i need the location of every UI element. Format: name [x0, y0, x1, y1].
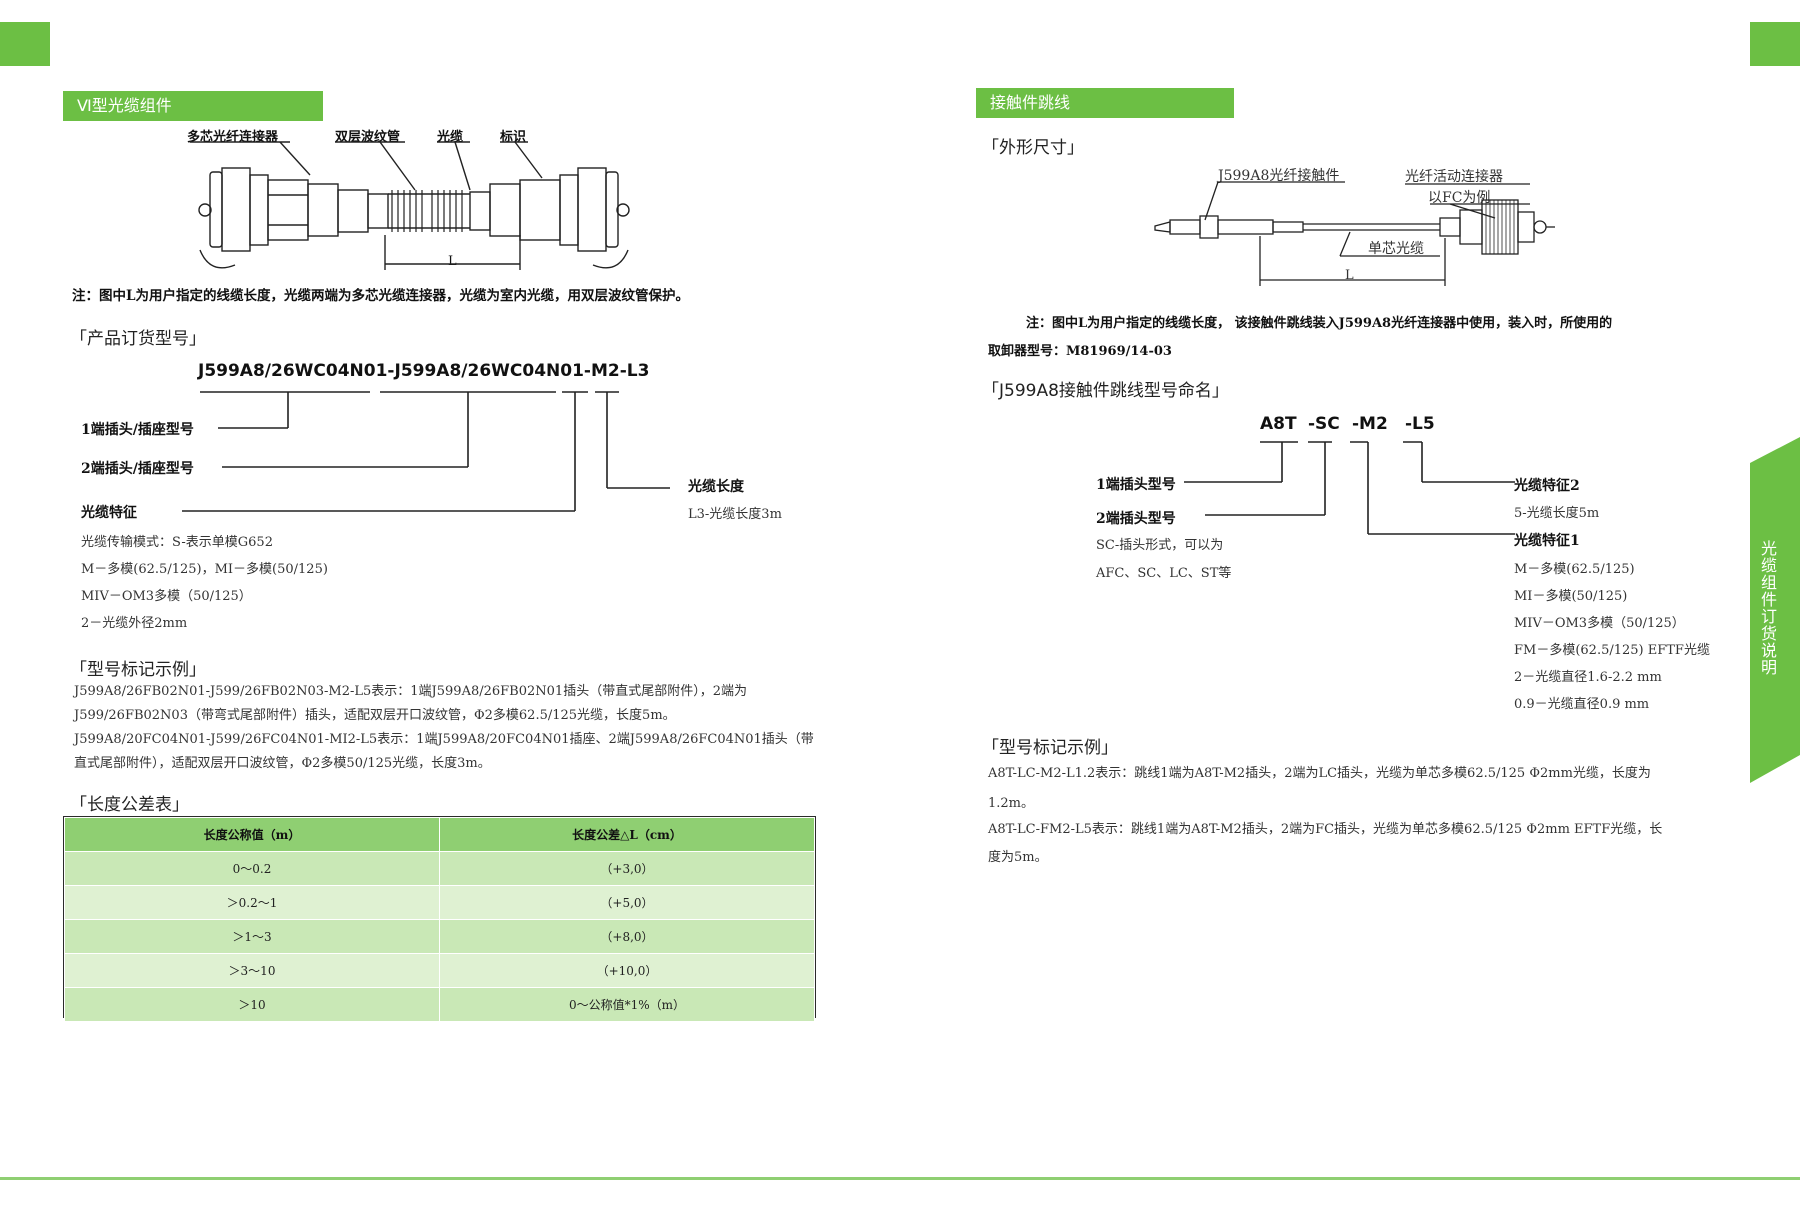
naming-feature2-desc: 5-光缆长度5m [1514, 506, 1600, 521]
right-example-line-1: A8T-LC-M2-L1.2表示：跳线1端为A8T-M2插头，2端为LC插头，光… [988, 766, 1651, 781]
label-multicore-connector: 多芯光纤连接器 [187, 130, 279, 145]
order-length-desc: L3-光缆长度3m [688, 507, 782, 522]
right-section-title: 接触件跳线 [976, 88, 1234, 118]
label-mark: 标识 [500, 130, 527, 145]
cable-assembly-drawing [190, 141, 630, 270]
naming-label-end1: 1端插头型号 [1096, 477, 1176, 493]
table-row: ＞0.2～1 （+5,0） [64, 885, 815, 920]
naming-end2-desc-1: SC-插头形式，可以为 [1096, 538, 1224, 553]
naming-label-feature2: 光缆特征2 [1514, 478, 1580, 494]
naming-code-l5: -L5 [1405, 414, 1435, 434]
tolerance-table: 长度公称值（m） 长度公差△L（cm） 0～0.2 （+3,0） ＞0.2～1 … [64, 817, 815, 1022]
label-active-connector: 光纤活动连接器 [1405, 169, 1503, 185]
footer-divider [0, 1177, 1800, 1180]
naming-code-a8t: A8T [1260, 414, 1297, 434]
label-length-l-right: L [1345, 268, 1354, 283]
order-code-leaders [182, 391, 670, 512]
label-cable: 光缆 [437, 130, 464, 145]
side-tab-label: 光缆组件订货说明 [1758, 540, 1777, 676]
contact-jumper-drawing [1154, 181, 1555, 286]
table-cell: ＞3～10 [64, 953, 440, 988]
table-cell: ＞10 [64, 987, 440, 1022]
order-label-end2: 2端插头/插座型号 [81, 461, 194, 477]
table-row: ＞10 0～公称值*1%（m） [64, 987, 815, 1022]
table-cell: 0～0.2 [64, 851, 440, 886]
right-note-line-2: 取卸器型号：M81969/14-03 [988, 344, 1172, 359]
feature-line-4: 2－光缆外径2mm [81, 616, 188, 631]
label-fc-example: 以FC为例 [1428, 190, 1491, 206]
feature1-line-1: M－多模(62.5/125) [1514, 562, 1635, 577]
feature-line-3: MIV－OM3多模（50/125） [81, 589, 252, 604]
order-label-length: 光缆长度 [688, 479, 744, 495]
feature1-line-3: MIV－OM3多模（50/125） [1514, 616, 1685, 631]
naming-code-m2: -M2 [1352, 414, 1388, 434]
left-example-line-4: 直式尾部附件），适配双层开口波纹管，Φ2多模50/125光缆，长度3m。 [74, 756, 491, 771]
left-section-title: Ⅵ型光缆组件 [63, 91, 323, 121]
table-row: ＞1～3 （+8,0） [64, 919, 815, 954]
outline-title: 「外形尺寸」 [982, 138, 1084, 158]
label-j599a8-contact: J599A8光纤接触件 [1218, 168, 1340, 184]
table-header-row: 长度公称值（m） 长度公差△L（cm） [64, 817, 815, 852]
order-label-feature: 光缆特征 [81, 505, 137, 521]
feature1-line-4: FM－多模(62.5/125) EFTF光缆 [1514, 643, 1710, 658]
naming-title: 「J599A8接触件跳线型号命名」 [982, 381, 1229, 401]
order-code: J599A8/26WC04N01-J599A8/26WC04N01-M2-L3 [198, 361, 650, 381]
left-example-title: 「型号标记示例」 [70, 660, 206, 680]
feature-line-1: 光缆传输模式：S-表示单模G652 [81, 535, 273, 550]
feature1-line-5: 2－光缆直径1.6-2.2 mm [1514, 670, 1662, 685]
feature1-line-6: 0.9－光缆直径0.9 mm [1514, 697, 1650, 712]
left-note: 注：图中L为用户指定的线缆长度，光缆两端为多芯光缆连接器，光缆为室内光缆，用双层… [72, 288, 689, 304]
table-row: ＞3～10 （+10,0） [64, 953, 815, 988]
table-cell: （+10,0） [439, 953, 815, 988]
right-example-line-4: 度为5m。 [988, 850, 1048, 865]
table-header-nominal: 长度公称值（m） [64, 817, 440, 852]
table-header-tolerance: 长度公差△L（cm） [439, 817, 815, 852]
table-cell: 0～公称值*1%（m） [439, 987, 815, 1022]
label-single-core-cable: 单芯光缆 [1368, 241, 1424, 257]
tolerance-title: 「长度公差表」 [70, 795, 189, 815]
table-cell: （+5,0） [439, 885, 815, 920]
label-length-l: L [448, 254, 457, 269]
table-row: 0～0.2 （+3,0） [64, 851, 815, 886]
label-double-corrugated-tube: 双层波纹管 [335, 130, 401, 145]
table-cell: ＞1～3 [64, 919, 440, 954]
right-note-line-1: 注：图中L为用户指定的线缆长度， 该接触件跳线装入J599A8光纤连接器中使用，… [1026, 316, 1613, 331]
naming-end2-desc-2: AFC、SC、LC、ST等 [1096, 566, 1232, 581]
right-example-line-2: 1.2m。 [988, 796, 1035, 811]
right-example-title: 「型号标记示例」 [982, 738, 1118, 758]
feature1-line-2: MI－多模(50/125) [1514, 589, 1628, 604]
left-example-line-1: J599A8/26FB02N01-J599/26FB02N03-M2-L5表示：… [74, 684, 747, 699]
naming-leaders [1184, 441, 1515, 535]
right-example-line-3: A8T-LC-FM2-L5表示：跳线1端为A8T-M2插头，2端为FC插头，光缆… [988, 822, 1663, 837]
corner-block-right [1750, 22, 1800, 66]
table-cell: （+8,0） [439, 919, 815, 954]
table-cell: ＞0.2～1 [64, 885, 440, 920]
corner-block-left [0, 22, 50, 66]
naming-code-sc: -SC [1308, 414, 1340, 434]
left-example-line-3: J599A8/20FC04N01-J599/26FC04N01-MI2-L5表示… [74, 732, 814, 747]
order-model-title: 「产品订货型号」 [70, 329, 206, 349]
feature-line-2: M－多模(62.5/125)，MI－多模(50/125) [81, 562, 328, 577]
naming-label-end2: 2端插头型号 [1096, 511, 1176, 527]
naming-label-feature1: 光缆特征1 [1514, 533, 1580, 549]
table-cell: （+3,0） [439, 851, 815, 886]
side-tab [1750, 437, 1800, 783]
order-label-end1: 1端插头/插座型号 [81, 422, 194, 438]
left-example-line-2: J599/26FB02N03（带弯式尾部附件）插头，适配双层开口波纹管，Φ2多模… [74, 708, 676, 723]
